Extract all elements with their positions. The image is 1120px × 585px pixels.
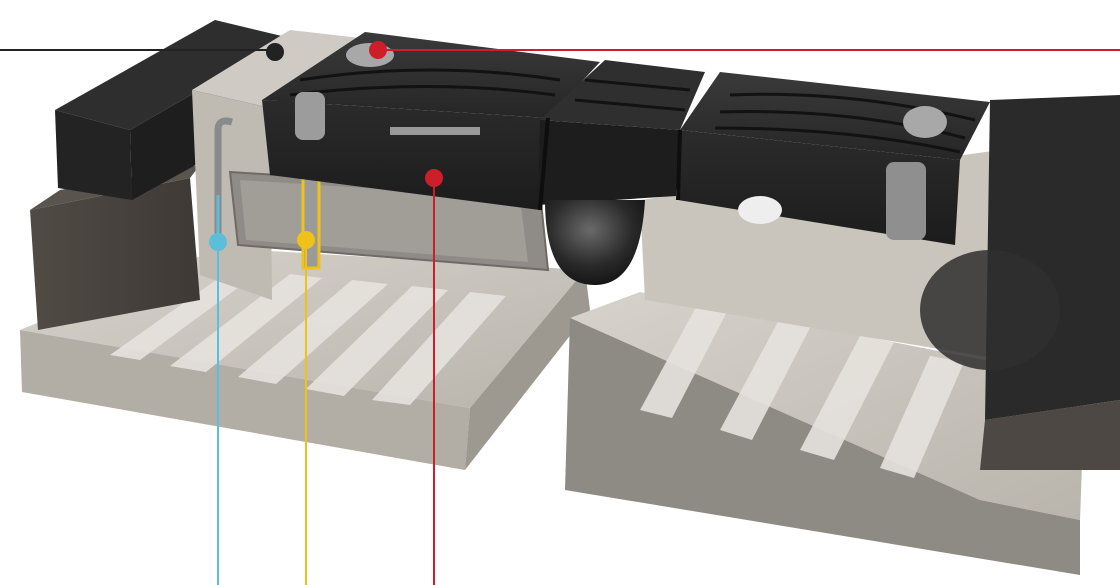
callout-anchor-bolt	[297, 231, 315, 585]
right-slab-grooves	[640, 300, 964, 478]
left-slab-front	[20, 330, 470, 470]
callout-dot-blue	[209, 233, 227, 251]
rubber-cap-left-post	[295, 92, 325, 140]
callout-rubber-profile	[369, 41, 1120, 59]
left-slab-side	[465, 270, 590, 470]
rubber-profile	[262, 32, 990, 245]
rubber-slot	[390, 127, 480, 135]
callout-dot-black	[266, 43, 284, 61]
right-slab	[565, 95, 1120, 575]
left-slab-grooves	[110, 270, 506, 405]
rubber-center-top	[540, 60, 705, 130]
callout-dot-red-top	[369, 41, 387, 59]
callout-dot-yellow	[297, 231, 315, 249]
anchor-rebar-shape	[214, 117, 233, 248]
callout-center-seal	[425, 169, 443, 585]
callout-nosing-material	[0, 43, 284, 61]
callout-dot-red-mid	[425, 169, 443, 187]
rubber-cap-right-post	[886, 162, 926, 240]
rubber-cap-right	[903, 106, 947, 138]
rubber-center-front	[538, 120, 680, 205]
callout-anchor-rebar	[209, 233, 227, 585]
center-seal	[545, 196, 782, 285]
